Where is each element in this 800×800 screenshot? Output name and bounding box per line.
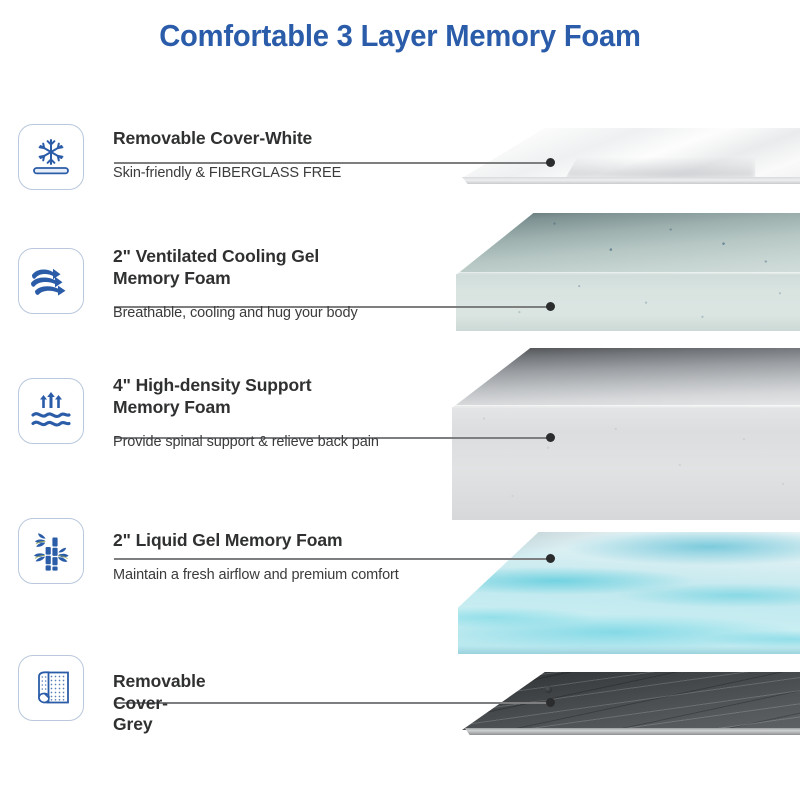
leader-line-1 [114, 162, 550, 164]
feature-description: Breathable, cooling and hug your body [113, 305, 358, 322]
feature-description: Provide spinal support & relieve back pa… [113, 434, 379, 451]
airflow-waves-icon [18, 248, 84, 314]
leader-dot-5 [546, 698, 555, 707]
leader-dot-3 [546, 433, 555, 442]
feature-text-5: Removable Cover-Grey [113, 671, 206, 750]
mattress-layer-grey-cover [462, 672, 800, 742]
feature-text-4: 2" Liquid Gel Memory Foam Maintain a fre… [113, 530, 399, 585]
feature-title: 2" Ventilated Cooling Gel Memory Foam [113, 246, 320, 288]
feature-title: 4" High-density Support Memory Foam [113, 375, 312, 417]
leader-dot-2 [546, 302, 555, 311]
leader-dot-1 [546, 158, 555, 167]
mattress-layer-cooling-gel [456, 213, 800, 341]
leader-line-4 [114, 558, 550, 560]
mattress-layer-liquid-gel [458, 532, 800, 654]
feature-description: Maintain a fresh airflow and premium com… [113, 566, 399, 583]
leader-line-5 [114, 702, 550, 704]
mattress-layer-white-cover [462, 128, 800, 194]
fabric-roll-icon [18, 655, 84, 721]
bamboo-icon [18, 518, 84, 584]
feature-title: Removable Cover-Grey [113, 671, 206, 735]
leader-dot-4 [546, 554, 555, 563]
snowflake-mattress-icon [18, 124, 84, 190]
feature-text-2: 2" Ventilated Cooling Gel Memory Foam Br… [113, 246, 358, 323]
leader-line-2 [114, 306, 550, 308]
feature-title: Removable Cover-White [113, 128, 313, 148]
feature-description: Skin-friendly & FIBERGLASS FREE [113, 164, 342, 181]
feature-text-1: Removable Cover-White Skin-friendly & FI… [113, 128, 341, 183]
leader-line-3 [114, 437, 550, 439]
up-arrows-waves-icon [18, 378, 84, 444]
feature-title: 2" Liquid Gel Memory Foam [113, 530, 343, 550]
mattress-layer-high-density-support [452, 348, 800, 523]
page-title: Comfortable 3 Layer Memory Foam [159, 18, 641, 53]
feature-text-3: 4" High-density Support Memory Foam Prov… [113, 375, 379, 452]
